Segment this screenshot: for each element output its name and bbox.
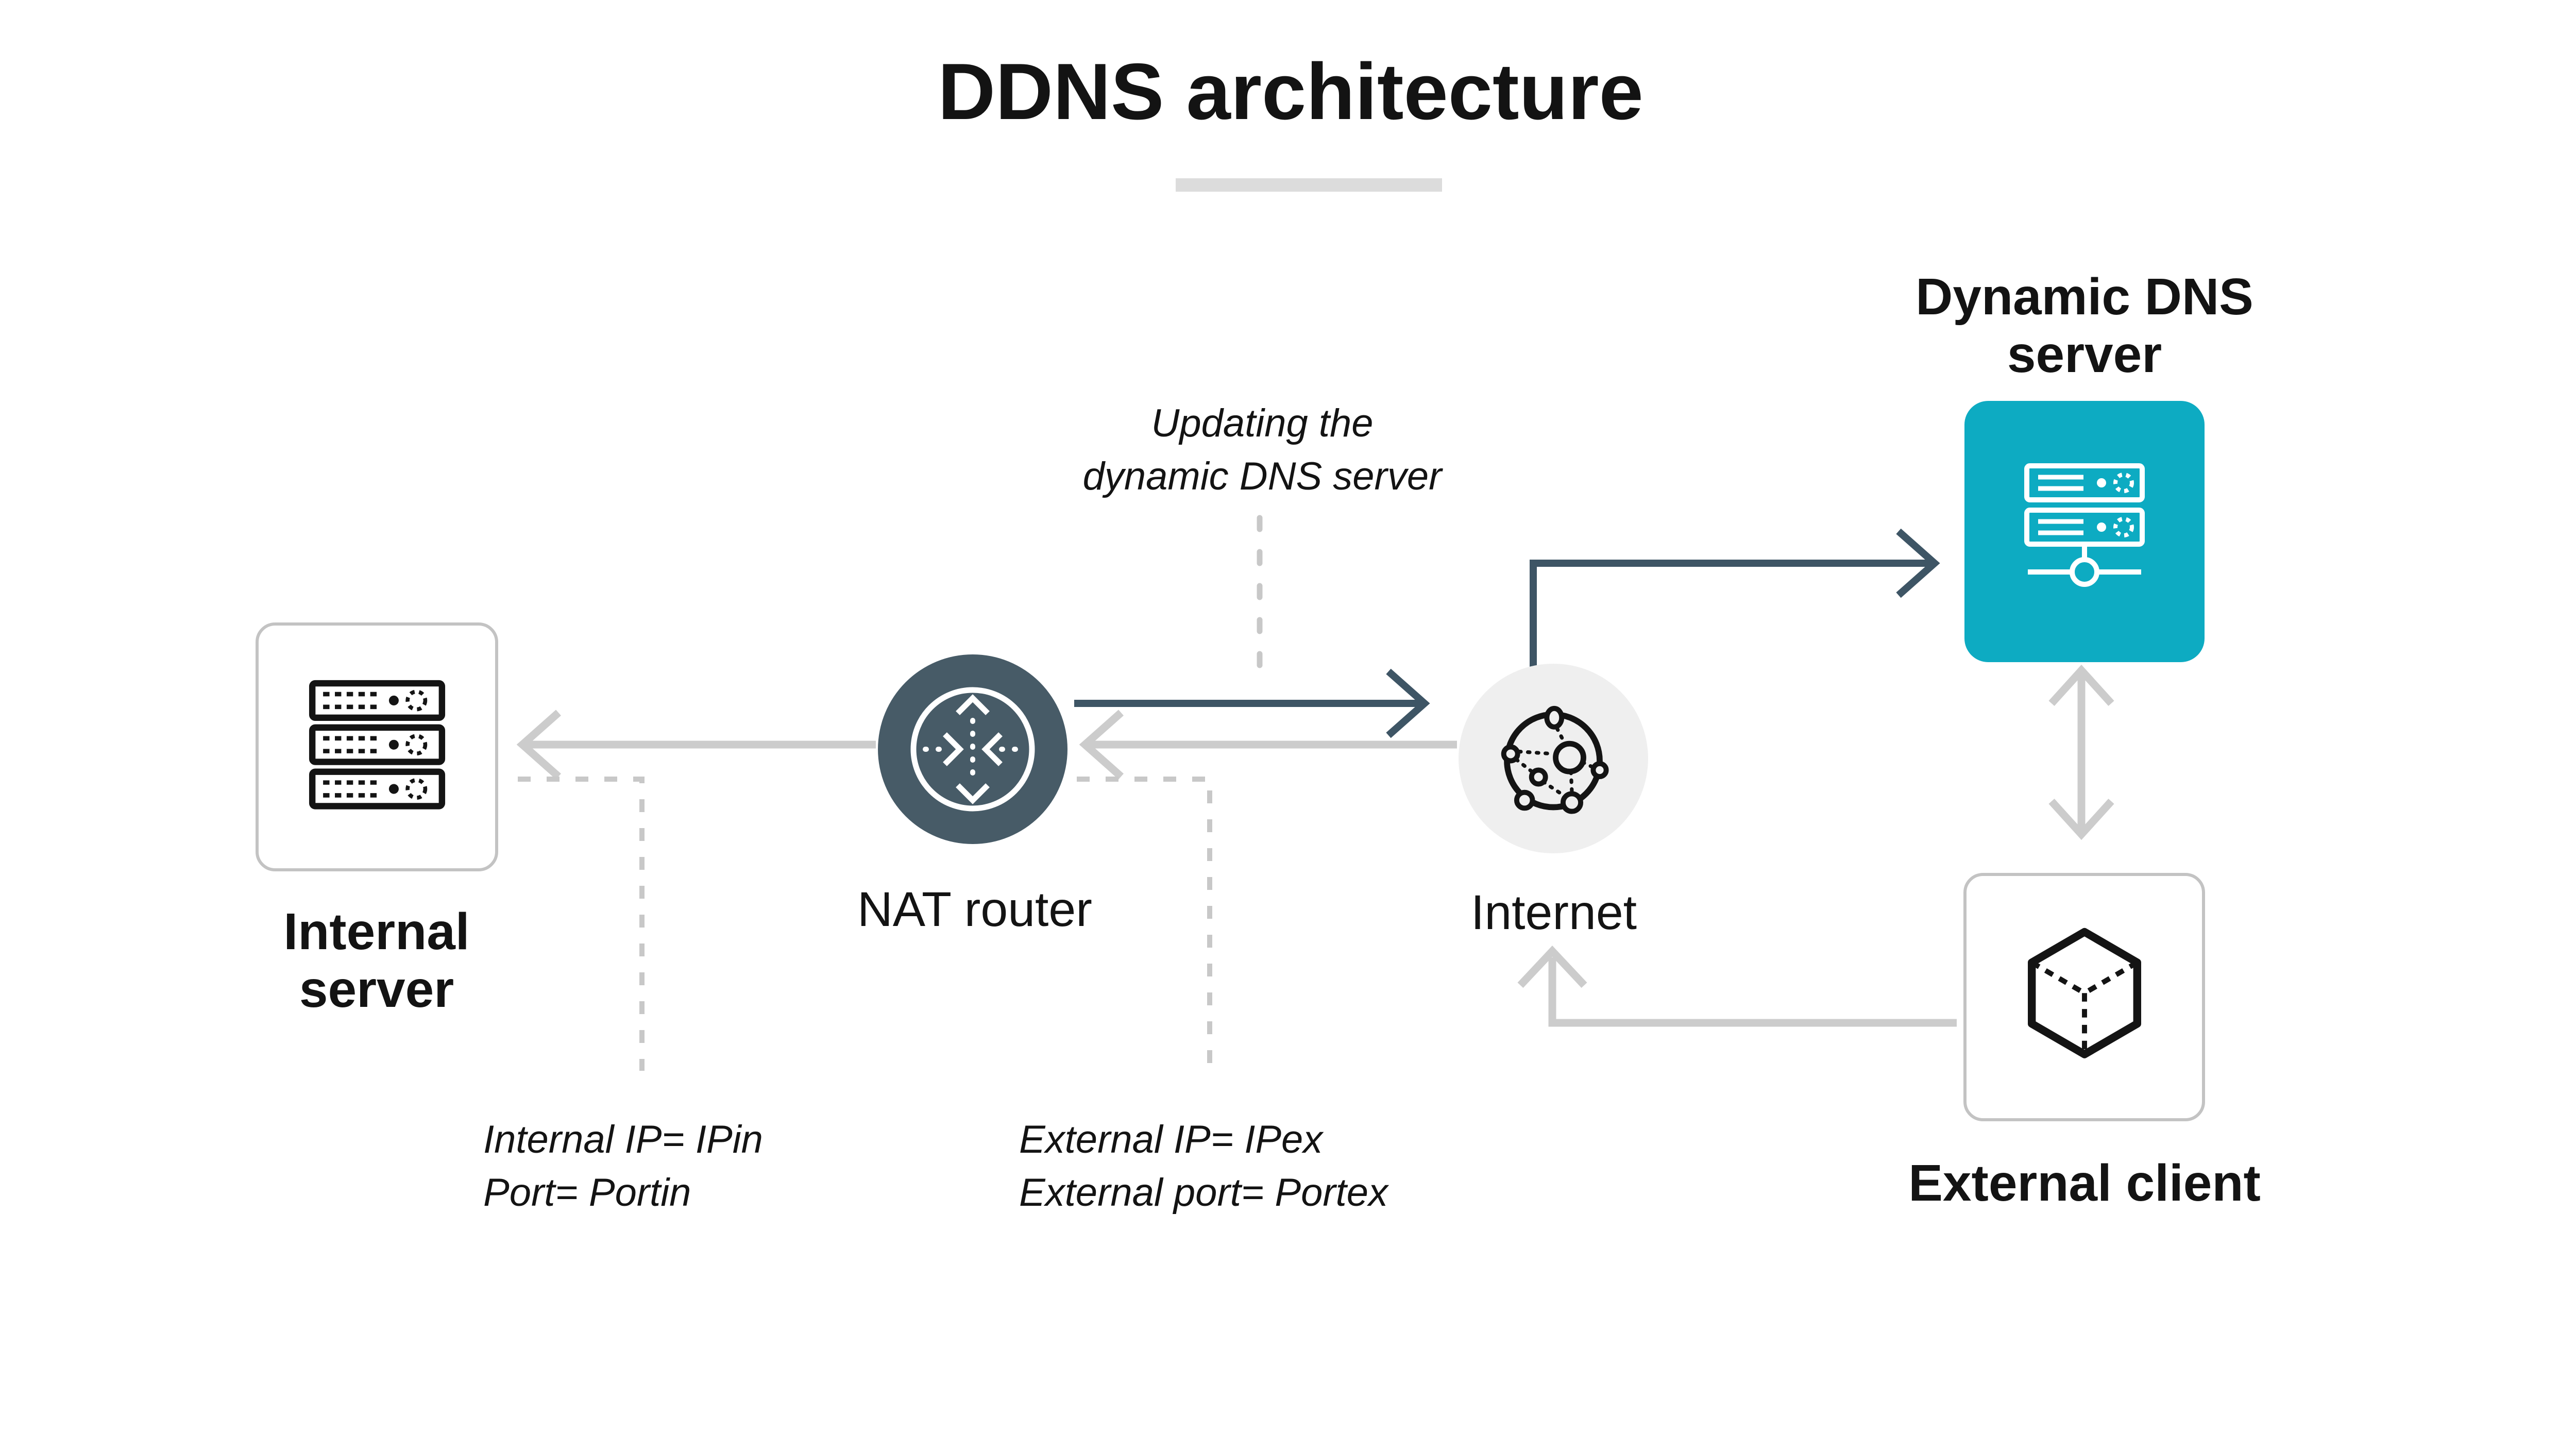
arrow-nat-to-internet (1074, 668, 1430, 738)
arrow-external-client-to-internet (1517, 946, 1957, 1027)
internet-node (1459, 664, 1648, 853)
router-arrows-icon (910, 687, 1035, 812)
updating-annotation: Updating the dynamic DNS server (1082, 401, 1442, 498)
arrow-internet-to-nat (1079, 710, 1457, 780)
cube-icon (2027, 928, 2141, 1058)
internal-server-node (256, 622, 498, 871)
arrow-ddns-external-bidirectional (2048, 664, 2114, 840)
internal-mapping-annotation: Internal IP= IPin Port= Portin (483, 1118, 763, 1215)
arrow-nat-to-internal-server (516, 710, 876, 780)
external-mapping-annotation: External IP= IPex External port= Portex (1019, 1118, 1388, 1215)
internal-server-label: Internal server (283, 903, 470, 1018)
external-client-node (1963, 873, 2205, 1121)
page-title: DDNS architecture (938, 47, 1643, 136)
internal-mapping-connector (518, 777, 645, 1071)
title-underline (1176, 178, 1442, 192)
internet-label: Internet (1470, 885, 1637, 940)
external-client-label: External client (1908, 1154, 2261, 1212)
arrow-internet-to-ddns (1530, 528, 1940, 667)
external-mapping-connector (1077, 777, 1212, 1071)
nat-router-label: NAT router (857, 882, 1092, 937)
server-stack-icon (309, 680, 445, 810)
nat-router-node (878, 654, 1067, 844)
network-globe-icon (1501, 705, 1609, 814)
ddns-server-label: Dynamic DNS server (1916, 268, 2253, 383)
ddns-server-node (1964, 401, 2205, 662)
server-node-icon (2024, 463, 2145, 587)
